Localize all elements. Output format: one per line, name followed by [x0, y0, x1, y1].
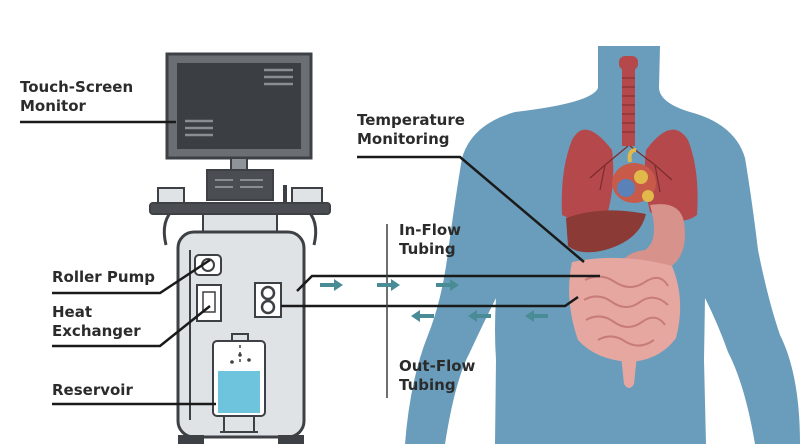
label-line: Heat — [52, 303, 93, 321]
label-line: Monitor — [20, 97, 86, 115]
label-roller-pump: Roller Pump — [52, 268, 155, 287]
label-reservoir: Reservoir — [52, 381, 133, 400]
right-accessory — [291, 187, 323, 204]
human-body — [405, 46, 800, 444]
in-flow-arrow — [320, 279, 343, 291]
out-flow-arrow — [525, 310, 548, 322]
label-line: Temperature — [357, 111, 465, 129]
out-flow-arrows — [411, 310, 548, 322]
monitor-screen-lines — [185, 68, 293, 137]
label-line: In-Flow — [399, 221, 462, 239]
label-line: Exchanger — [52, 322, 141, 340]
liver — [566, 210, 646, 253]
label-line: Tubing — [399, 376, 456, 394]
right-lung — [644, 129, 698, 221]
label-heat-exchanger: Heat Exchanger — [52, 303, 141, 341]
leader-temperature-monitoring — [357, 155, 585, 263]
label-in-flow-tubing: In-Flow Tubing — [399, 221, 461, 259]
out-flow-arrow — [411, 310, 434, 322]
label-touch-screen-monitor: Touch-Screen Monitor — [20, 78, 133, 116]
label-out-flow-tubing: Out-Flow Tubing — [399, 357, 475, 395]
intestines — [569, 257, 681, 388]
monitor-stand — [230, 157, 248, 171]
in-flow-arrows — [320, 279, 459, 291]
stomach — [620, 204, 685, 275]
bronchi — [589, 145, 673, 193]
heart — [612, 148, 656, 203]
left-accessory — [157, 187, 185, 204]
label-line: Roller Pump — [52, 268, 155, 286]
reservoir — [212, 333, 266, 433]
control-panel — [206, 169, 274, 201]
control-panel-lines — [215, 179, 263, 188]
label-line: Touch-Screen — [20, 78, 134, 96]
label-temperature-monitoring: Temperature Monitoring — [357, 111, 465, 149]
leader-heat-exchanger — [52, 305, 211, 348]
top-tray — [149, 202, 331, 215]
label-line: Monitoring — [357, 130, 450, 148]
trachea — [619, 56, 638, 146]
out-flow-arrow — [468, 310, 491, 322]
leader-roller-pump — [52, 258, 211, 295]
label-line: Out-Flow — [399, 357, 476, 375]
tubing-lines — [281, 274, 600, 308]
hypothermia-machine — [149, 52, 331, 444]
label-line: Tubing — [399, 240, 456, 258]
roller-pump — [194, 254, 222, 276]
in-flow-tubing-line — [296, 274, 600, 292]
in-flow-arrow — [377, 279, 400, 291]
left-lung — [561, 129, 614, 220]
in-flow-arrow — [436, 279, 459, 291]
out-flow-tubing-line — [281, 295, 579, 308]
leader-lines — [20, 120, 585, 406]
label-line: Reservoir — [52, 381, 133, 399]
